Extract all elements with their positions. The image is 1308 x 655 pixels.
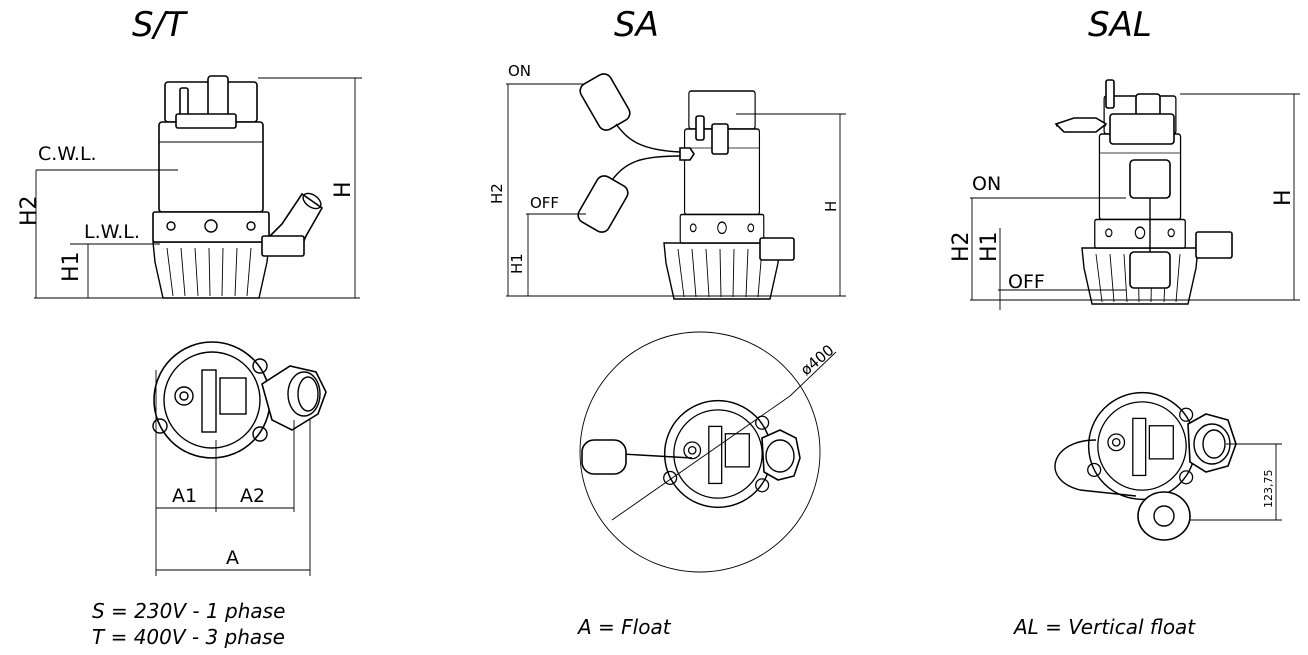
label-off-sal: OFF bbox=[1008, 271, 1045, 293]
panel-st: S/T C.W.L. L.W.L. H2 H1 H bbox=[17, 5, 362, 649]
label-h-sal: H bbox=[1271, 189, 1296, 206]
label-cwl: C.W.L. bbox=[38, 143, 97, 165]
pump-side-view-sa bbox=[577, 73, 795, 300]
caption-sal: AL = Vertical float bbox=[1012, 615, 1196, 639]
label-h-sa: H bbox=[822, 201, 840, 212]
label-diameter: ø400 bbox=[797, 341, 838, 379]
title-sa: SA bbox=[614, 5, 659, 45]
label-off-sa: OFF bbox=[530, 194, 559, 212]
label-on-sal: ON bbox=[972, 173, 1001, 195]
label-h1-sa: H1 bbox=[508, 253, 526, 274]
label-h1-sal: H1 bbox=[977, 231, 1002, 262]
panel-sal: SAL ON OFF H2 H1 H bbox=[949, 5, 1300, 639]
pump-top-view-st bbox=[152, 341, 327, 459]
pump-side-view-st bbox=[152, 75, 324, 299]
label-h2-sa: H2 bbox=[488, 183, 506, 204]
label-h1-st: H1 bbox=[59, 251, 84, 282]
title-sal: SAL bbox=[1088, 5, 1152, 45]
caption-st-1: S = 230V - 1 phase bbox=[92, 599, 285, 623]
caption-st-2: T = 400V - 3 phase bbox=[92, 625, 285, 649]
panel-sa: SA ON OFF H2 H1 H bbox=[488, 5, 846, 639]
float-on bbox=[579, 73, 681, 153]
float-off bbox=[577, 155, 681, 233]
label-a1: A1 bbox=[172, 485, 197, 507]
label-h-st: H bbox=[331, 181, 356, 198]
label-h2-sal: H2 bbox=[949, 231, 974, 262]
label-lwl: L.W.L. bbox=[84, 221, 140, 243]
pump-top-view-sal bbox=[1054, 391, 1237, 541]
label-h2-st: H2 bbox=[17, 195, 42, 226]
pump-side-view-sal bbox=[1054, 79, 1233, 305]
label-a: A bbox=[226, 547, 239, 569]
caption-sa: A = Float bbox=[576, 615, 672, 639]
title-st: S/T bbox=[132, 5, 188, 45]
label-offset: 123,75 bbox=[1262, 470, 1275, 509]
pump-top-view-sa bbox=[579, 331, 837, 573]
label-on-sa: ON bbox=[508, 62, 531, 80]
label-a2: A2 bbox=[240, 485, 265, 507]
